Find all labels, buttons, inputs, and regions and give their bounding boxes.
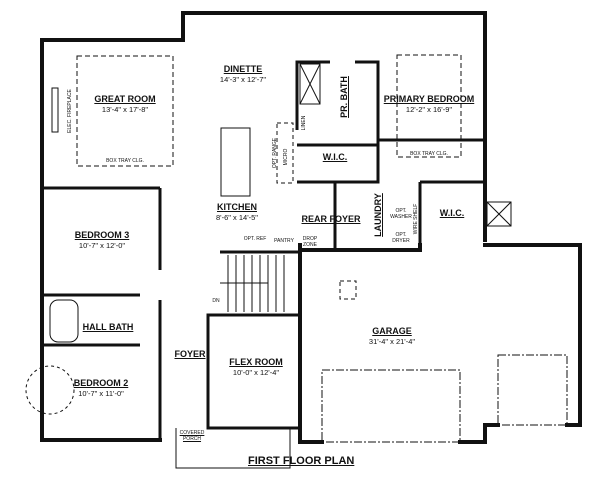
room-kitchen: KITCHEN 8'-6" x 14'-5"	[216, 202, 258, 222]
great-room-note: BOX TRAY CLG.	[106, 158, 144, 164]
opt-washer-note: OPT. WASHER	[390, 208, 412, 220]
bedroom2-window-well	[25, 365, 75, 415]
kitchen-island	[220, 127, 251, 197]
micro-note: MICRO	[283, 148, 289, 166]
ac-unit	[486, 201, 512, 227]
room-bedroom-3: BEDROOM 3 10'-7" x 12'-0"	[74, 230, 130, 250]
garage-door-1	[321, 369, 461, 443]
shower	[299, 63, 321, 105]
stairs	[220, 255, 285, 312]
room-foyer: FOYER	[174, 349, 206, 359]
room-great-room: GREAT ROOM 13'-4" x 17'-8"	[94, 94, 156, 114]
room-rear-foyer: REAR FOYER	[301, 214, 361, 224]
room-bedroom-2: BEDROOM 2 10'-7" x 11'-0"	[73, 378, 129, 398]
room-pr-bath: PR. BATH	[339, 76, 349, 118]
range-counter	[276, 122, 294, 184]
covered-porch-outline	[175, 428, 291, 469]
linen-note: LINEN	[301, 115, 307, 131]
room-hall-bath: HALL BATH	[82, 322, 134, 332]
pantry-note: PANTRY	[274, 238, 294, 244]
opt-ref-note: OPT. REF	[243, 236, 267, 242]
covered-porch-note: COVERED PORCH	[179, 430, 205, 442]
interior-walls	[42, 60, 485, 440]
room-garage: GARAGE 31'-4" x 21'-4"	[368, 326, 416, 346]
stairs-down-note: DN	[212, 298, 220, 304]
plan-title: FIRST FLOOR PLAN	[248, 455, 355, 467]
bathtub	[49, 299, 79, 343]
attic-access	[339, 280, 357, 300]
garage-door-2	[497, 354, 568, 426]
room-flex-room: FLEX ROOM 10'-0" x 12'-4"	[229, 357, 283, 377]
opt-range-note: OPT. RANGE	[272, 137, 278, 169]
room-wic-2: W.I.C.	[439, 208, 465, 218]
primary-note: BOX TRAY CLG.	[410, 151, 448, 157]
fireplace-note: ELEC. FIREPLACE	[67, 89, 73, 133]
fixtures	[25, 54, 568, 469]
great-room-tray-ceiling	[76, 55, 174, 167]
room-wic-1: W.I.C.	[322, 152, 348, 162]
room-dinette: DINETTE 14'-3" x 12'-7"	[219, 64, 267, 84]
wire-shelf-note: WIRE SHELF	[413, 203, 419, 235]
fireplace	[51, 87, 59, 133]
room-laundry: LAUNDRY	[373, 193, 383, 237]
opt-dryer-note: OPT. DRYER	[392, 232, 410, 244]
drop-zone-note: DROP ZONE	[302, 236, 318, 248]
primary-tray-ceiling	[396, 54, 462, 158]
room-primary-bedroom: PRIMARY BEDROOM 12'-2" x 16'-9"	[383, 94, 475, 114]
